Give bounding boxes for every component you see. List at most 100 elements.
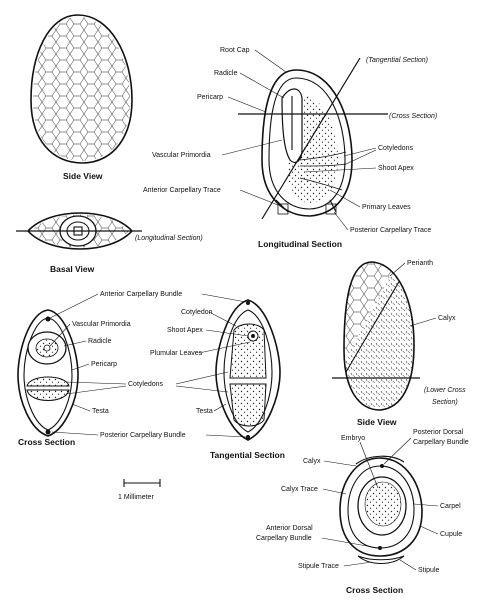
label-vascular-primordia-2: Vascular Primordia (72, 321, 131, 328)
leader-stipule (399, 559, 417, 571)
cotyledon-lines (299, 151, 347, 167)
leader-posterior-dorsal (383, 437, 412, 465)
leader-anterior-dorsal (321, 537, 379, 549)
label-primary-leaves: Primary Leaves (362, 204, 411, 211)
leader-vascular-primordia (221, 139, 283, 156)
cross-section-2-calyx-arc (355, 455, 405, 465)
posterior-trace-block (325, 203, 337, 215)
label-shoot-apex-2: Shoot Apex (167, 327, 203, 334)
label-vascular-primordia: Vascular Primordia (152, 152, 211, 159)
middle-labels: Anterior Carpellary Bundle Vascular Prim… (49, 291, 251, 439)
tangential-section: Tangential Section (210, 299, 285, 460)
label-cupule: Cupule (440, 531, 462, 538)
label-plumular-leaves: Plumular Leaves (150, 350, 203, 357)
label-anterior-dorsal-2: Carpellary Bundle (256, 535, 312, 542)
longitudinal-section-note: (Longitudinal Section) (135, 235, 203, 242)
tangential-anterior-bundle (246, 301, 250, 305)
leader-shoot-apex-2 (205, 329, 249, 337)
base-trace (275, 199, 337, 213)
leader-calyx-2 (323, 460, 357, 467)
tangential-shoot-apex-core (251, 334, 255, 338)
cross-section-2-posterior-bundle (380, 464, 384, 468)
leader-radicle (239, 72, 285, 99)
side-view-2-boundary (345, 279, 401, 373)
label-root-cap: Root Cap (220, 47, 250, 54)
label-anterior-carpellary-bundle: Anterior Carpellary Bundle (100, 291, 182, 298)
label-stipule-trace: Stipule Trace (298, 563, 339, 570)
leader-cotyledon (208, 311, 237, 327)
leader-plumular-leaves (198, 341, 251, 354)
leader-pericarp (227, 96, 267, 113)
leader-pericarp-2 (71, 363, 90, 371)
basal-view: (Longitudinal Section) Basal View (16, 212, 203, 274)
scale-bar: 1 Millimeter (118, 479, 161, 501)
label-testa-right: Testa (196, 408, 213, 415)
label-tangential-note: (Tangential Section) (366, 57, 428, 64)
cross-section-2: Cross Section (339, 455, 423, 595)
label-pericarp-2: Pericarp (91, 361, 117, 368)
leader-root-cap (254, 49, 287, 73)
label-shoot-apex: Shoot Apex (378, 165, 414, 172)
label-anterior-dorsal-1: Anterior Dorsal (266, 525, 313, 532)
cross-section-1: Cross Section (17, 309, 79, 447)
leader-embryo (359, 441, 379, 489)
label-stipule: Stipule (418, 567, 440, 574)
cross-section-1-posterior-bundle (45, 429, 51, 435)
leader-cotyledons-2 (65, 371, 229, 395)
tangential-cotyledon-upper (229, 323, 267, 379)
side-view-2: Side View (332, 261, 420, 427)
label-posterior-carpellary-trace: Posterior Carpellary Trace (350, 227, 431, 234)
label-testa-left: Testa (92, 408, 109, 415)
label-radicle-2: Radicle (88, 338, 111, 345)
leader-cupule (419, 525, 439, 535)
leader-radicle-2 (63, 340, 87, 347)
cross-section-1-cotyledon-lower (26, 389, 70, 401)
leader-anterior-carpellary-trace (239, 189, 279, 206)
leader-cotyledons (343, 147, 377, 166)
leader-calyx-trace (322, 488, 347, 495)
leader-shoot-apex (303, 167, 377, 173)
side-view-1-cells (33, 17, 130, 161)
longitudinal-section-title: Longitudinal Section (258, 239, 342, 249)
cross-section-2-stipule (357, 555, 405, 565)
label-cotyledons: Cotyledons (378, 145, 414, 152)
cross-section-2-labels: Embryo Posterior Dorsal Carpellary Bundl… (256, 429, 469, 574)
leader-testa-left (71, 403, 91, 412)
cross-section-2-anterior-bundle (378, 546, 382, 550)
cross-section-1-anterior-bundle (45, 316, 51, 322)
label-calyx-trace: Calyx Trace (281, 486, 318, 493)
side-view-1: Side View (30, 14, 133, 181)
cross-section-1-title: Cross Section (18, 437, 75, 447)
label-posterior-dorsal-1: Posterior Dorsal (413, 429, 464, 436)
label-perianth: Perianth (407, 260, 433, 267)
longitudinal-inner-wall (268, 77, 346, 210)
scale-bar-label: 1 Millimeter (118, 494, 154, 501)
leader-vascular-primordia-2 (49, 323, 71, 347)
label-posterior-dorsal-2: Carpellary Bundle (413, 439, 469, 446)
leader-anterior-carpellary-bundle (49, 293, 247, 319)
cross-section-2-embryo (364, 481, 402, 527)
leader-perianth (389, 262, 406, 277)
tangential-cut-line (261, 57, 361, 220)
leader-calyx (409, 317, 437, 327)
label-cotyledon: Cotyledon (181, 309, 213, 316)
leader-primary-leaves (329, 189, 361, 208)
label-lower-cross-note-1: (Lower Cross (424, 387, 466, 394)
label-calyx: Calyx (438, 315, 456, 322)
tangential-cotyledon-lower (229, 383, 267, 427)
leader-carpel (413, 503, 439, 507)
label-anterior-carpellary-trace: Anterior Carpellary Trace (143, 187, 221, 194)
label-radicle: Radicle (214, 70, 237, 77)
side-view-2-labels: Perianth Calyx (Lower Cross Section) (389, 260, 466, 406)
label-pericarp: Pericarp (197, 94, 223, 101)
label-cross-note: (Cross Section) (389, 113, 437, 120)
leader-testa-right (213, 403, 227, 412)
leader-stipule-trace (343, 561, 373, 567)
tangential-posterior-bundle (246, 435, 250, 439)
cross-section-1-outline (17, 309, 79, 437)
anterior-trace-block (277, 203, 289, 215)
label-embryo: Embryo (341, 435, 365, 442)
cross-section-1-vascular (43, 344, 51, 352)
cross-section-2-title: Cross Section (346, 585, 403, 595)
